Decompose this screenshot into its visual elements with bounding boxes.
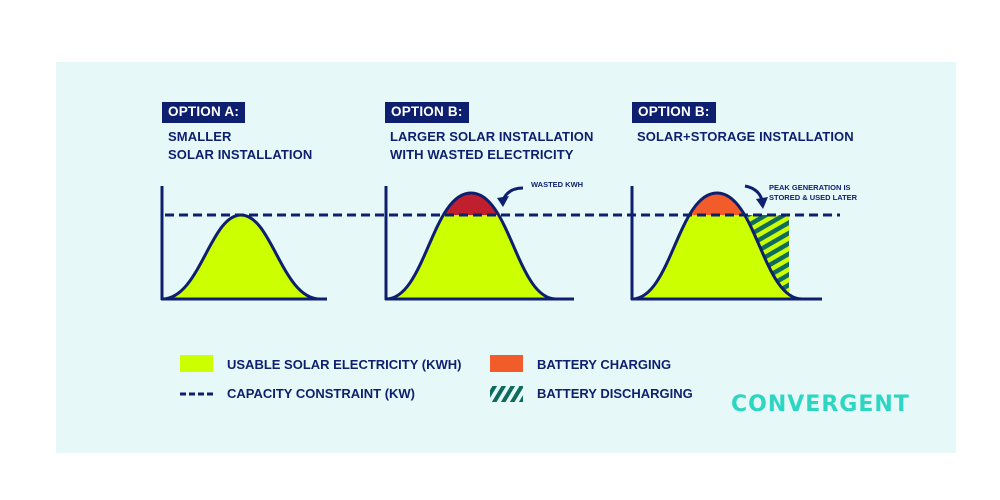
generation-curve-b <box>385 191 557 301</box>
convergent-logo: CONVERGENT <box>731 392 910 417</box>
legend-charging-label: BATTERY CHARGING <box>537 357 672 372</box>
option-a-desc-line1: SMALLER <box>168 129 232 144</box>
option-a-description: SMALLER SOLAR INSTALLATION <box>168 128 312 164</box>
wasted-arrowhead-icon <box>497 196 509 207</box>
option-c-badge: OPTION B: <box>632 102 716 123</box>
usable-area-c <box>632 215 802 299</box>
usable-area-b <box>386 215 556 299</box>
legend-charging-swatch <box>490 355 523 372</box>
option-c-description: SOLAR+STORAGE INSTALLATION <box>637 128 854 146</box>
stored-arrowhead-icon <box>756 197 768 209</box>
option-b-badge: OPTION B: <box>385 102 469 123</box>
option-b-description: LARGER SOLAR INSTALLATION WITH WASTED EL… <box>390 128 594 164</box>
chart-option-b <box>384 186 574 301</box>
option-b-desc-line2: WITH WASTED ELECTRICITY <box>390 147 574 162</box>
peak-stored-line1: PEAK GENERATION IS <box>769 183 851 192</box>
stored-arrow-icon <box>744 184 764 201</box>
chart-option-a <box>160 186 327 301</box>
chart-option-c <box>630 184 822 301</box>
legend-usable-swatch <box>180 355 213 372</box>
option-a-desc-line2: SOLAR INSTALLATION <box>168 147 313 162</box>
legend-usable-label: USABLE SOLAR ELECTRICITY (KWH) <box>227 357 462 372</box>
legend-discharging-swatch <box>490 386 523 402</box>
legend-discharging-label: BATTERY DISCHARGING <box>537 386 693 401</box>
option-a-badge: OPTION A: <box>162 102 246 123</box>
option-b-desc-line1: LARGER SOLAR INSTALLATION <box>390 129 594 144</box>
wasted-kwh-annotation: WASTED KWH <box>531 180 584 189</box>
peak-stored-line2: STORED & USED LATER <box>769 193 858 202</box>
generation-curve-c <box>631 191 803 301</box>
peak-stored-annotation: PEAK GENERATION IS STORED & USED LATER <box>769 183 857 203</box>
usable-area-a <box>162 215 320 299</box>
option-c-desc-line1: SOLAR+STORAGE INSTALLATION <box>637 129 854 144</box>
legend-capacity-label: CAPACITY CONSTRAINT (KW) <box>227 386 416 401</box>
